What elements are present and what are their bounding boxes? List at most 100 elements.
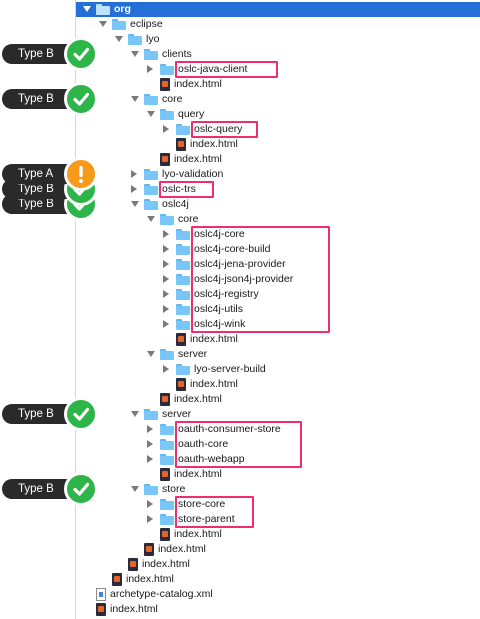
tree-row-folder[interactable]: server <box>76 347 480 362</box>
tree-row-file[interactable]: archetype-catalog.xml <box>76 587 480 602</box>
disclosure-closed-icon[interactable] <box>163 230 169 238</box>
tree-row-folder[interactable]: eclipse <box>76 17 480 32</box>
tree-row-folder[interactable]: store-core <box>76 497 480 512</box>
tree-row-label: eclipse <box>130 18 163 30</box>
tree-row-folder[interactable]: oslc4j-registry <box>76 287 480 302</box>
disclosure-closed-icon[interactable] <box>163 245 169 253</box>
tree-row-folder[interactable]: oslc4j-core <box>76 227 480 242</box>
tree-row-folder[interactable]: oslc4j-wink <box>76 317 480 332</box>
folder-icon <box>160 214 174 225</box>
disclosure-closed-icon[interactable] <box>163 365 169 373</box>
html-file-icon <box>176 378 186 391</box>
folder-icon <box>144 409 158 420</box>
tree-row-folder[interactable]: org <box>76 2 480 17</box>
disclosure-closed-icon[interactable] <box>147 65 153 73</box>
disclosure-open-icon[interactable] <box>131 96 139 102</box>
tree-row-label: oslc-java-client <box>178 63 248 75</box>
folder-icon <box>160 454 174 465</box>
disclosure-closed-icon[interactable] <box>147 440 153 448</box>
tree-row-label: index.html <box>190 138 238 150</box>
disclosure-open-icon[interactable] <box>131 51 139 57</box>
tree-row-label: index.html <box>142 558 190 570</box>
tree-row-file[interactable]: index.html <box>76 602 480 617</box>
tree-row-label: clients <box>162 48 192 60</box>
tree-row-file[interactable]: index.html <box>76 572 480 587</box>
type-b-callout: Type B <box>2 37 142 71</box>
tree-row-folder[interactable]: lyo-validation <box>76 167 480 182</box>
folder-icon <box>176 229 190 240</box>
tree-row-folder[interactable]: lyo <box>76 32 480 47</box>
exclamation-icon <box>64 157 98 191</box>
tree-row-file[interactable]: index.html <box>76 527 480 542</box>
disclosure-closed-icon[interactable] <box>163 320 169 328</box>
disclosure-open-icon[interactable] <box>131 411 139 417</box>
tree-row-file[interactable]: index.html <box>76 377 480 392</box>
tree-row-folder[interactable]: oauth-core <box>76 437 480 452</box>
tree-row-file[interactable]: index.html <box>76 137 480 152</box>
tree-row-label: oslc4j-jena-provider <box>194 258 286 270</box>
tree-row-folder[interactable]: oslc-java-client <box>76 62 480 77</box>
tree-row-folder[interactable]: oslc4j-core-build <box>76 242 480 257</box>
folder-icon <box>176 319 190 330</box>
folder-icon <box>176 304 190 315</box>
folder-icon <box>112 19 126 30</box>
tree-row-file[interactable]: index.html <box>76 467 480 482</box>
tree-row-folder[interactable]: server <box>76 407 480 422</box>
tree-row-folder[interactable]: oslc-query <box>76 122 480 137</box>
tree-row-folder[interactable]: query <box>76 107 480 122</box>
disclosure-closed-icon[interactable] <box>163 290 169 298</box>
tree-row-folder[interactable]: lyo-server-build <box>76 362 480 377</box>
disclosure-open-icon[interactable] <box>83 6 91 12</box>
disclosure-closed-icon[interactable] <box>163 125 169 133</box>
disclosure-open-icon[interactable] <box>115 36 123 42</box>
tree-row-file[interactable]: index.html <box>76 332 480 347</box>
disclosure-closed-icon[interactable] <box>131 185 137 193</box>
tree-row-label: oslc4j-json4j-provider <box>194 273 294 285</box>
folder-icon <box>160 64 174 75</box>
tree-row-folder[interactable]: store-parent <box>76 512 480 527</box>
disclosure-open-icon[interactable] <box>147 111 155 117</box>
disclosure-closed-icon[interactable] <box>147 500 153 508</box>
disclosure-open-icon[interactable] <box>147 216 155 222</box>
tree-row-folder[interactable]: oslc4j-utils <box>76 302 480 317</box>
disclosure-open-icon[interactable] <box>147 351 155 357</box>
disclosure-closed-icon[interactable] <box>131 170 137 178</box>
disclosure-closed-icon[interactable] <box>147 455 153 463</box>
tree-row-label: store-core <box>178 498 226 510</box>
disclosure-open-icon[interactable] <box>131 486 139 492</box>
tree-row-label: store-parent <box>178 513 235 525</box>
folder-icon <box>160 439 174 450</box>
tree-row-file[interactable]: index.html <box>76 542 480 557</box>
tree-row-folder[interactable]: oslc4j-jena-provider <box>76 257 480 272</box>
callout-label: Type A <box>2 164 84 184</box>
tree-row-file[interactable]: index.html <box>76 152 480 167</box>
tree-row-folder[interactable]: clients <box>76 47 480 62</box>
disclosure-closed-icon[interactable] <box>163 260 169 268</box>
tree-row-folder[interactable]: oslc4j <box>76 197 480 212</box>
tree-row-folder[interactable]: oauth-consumer-store <box>76 422 480 437</box>
tree-row-folder[interactable]: store <box>76 482 480 497</box>
type-a-callout: Type A <box>2 157 142 191</box>
tree-row-label: index.html <box>158 543 206 555</box>
html-file-icon <box>160 153 170 166</box>
tree-row-folder[interactable]: oslc4j-json4j-provider <box>76 272 480 287</box>
tree-row-file[interactable]: index.html <box>76 77 480 92</box>
folder-icon <box>144 199 158 210</box>
folder-icon <box>176 274 190 285</box>
tree-row-file[interactable]: index.html <box>76 392 480 407</box>
tree-row-folder[interactable]: core <box>76 212 480 227</box>
disclosure-closed-icon[interactable] <box>147 515 153 523</box>
disclosure-closed-icon[interactable] <box>163 275 169 283</box>
tree-row-folder[interactable]: core <box>76 92 480 107</box>
folder-icon <box>144 94 158 105</box>
tree-row-folder[interactable]: oslc-trs <box>76 182 480 197</box>
disclosure-closed-icon[interactable] <box>163 305 169 313</box>
html-file-icon <box>160 528 170 541</box>
tree-row-file[interactable]: index.html <box>76 557 480 572</box>
tree-row-folder[interactable]: oauth-webapp <box>76 452 480 467</box>
folder-icon <box>160 514 174 525</box>
tree-row-label: oslc4j-utils <box>194 303 244 315</box>
disclosure-open-icon[interactable] <box>131 201 139 207</box>
disclosure-closed-icon[interactable] <box>147 425 153 433</box>
disclosure-open-icon[interactable] <box>99 21 107 27</box>
